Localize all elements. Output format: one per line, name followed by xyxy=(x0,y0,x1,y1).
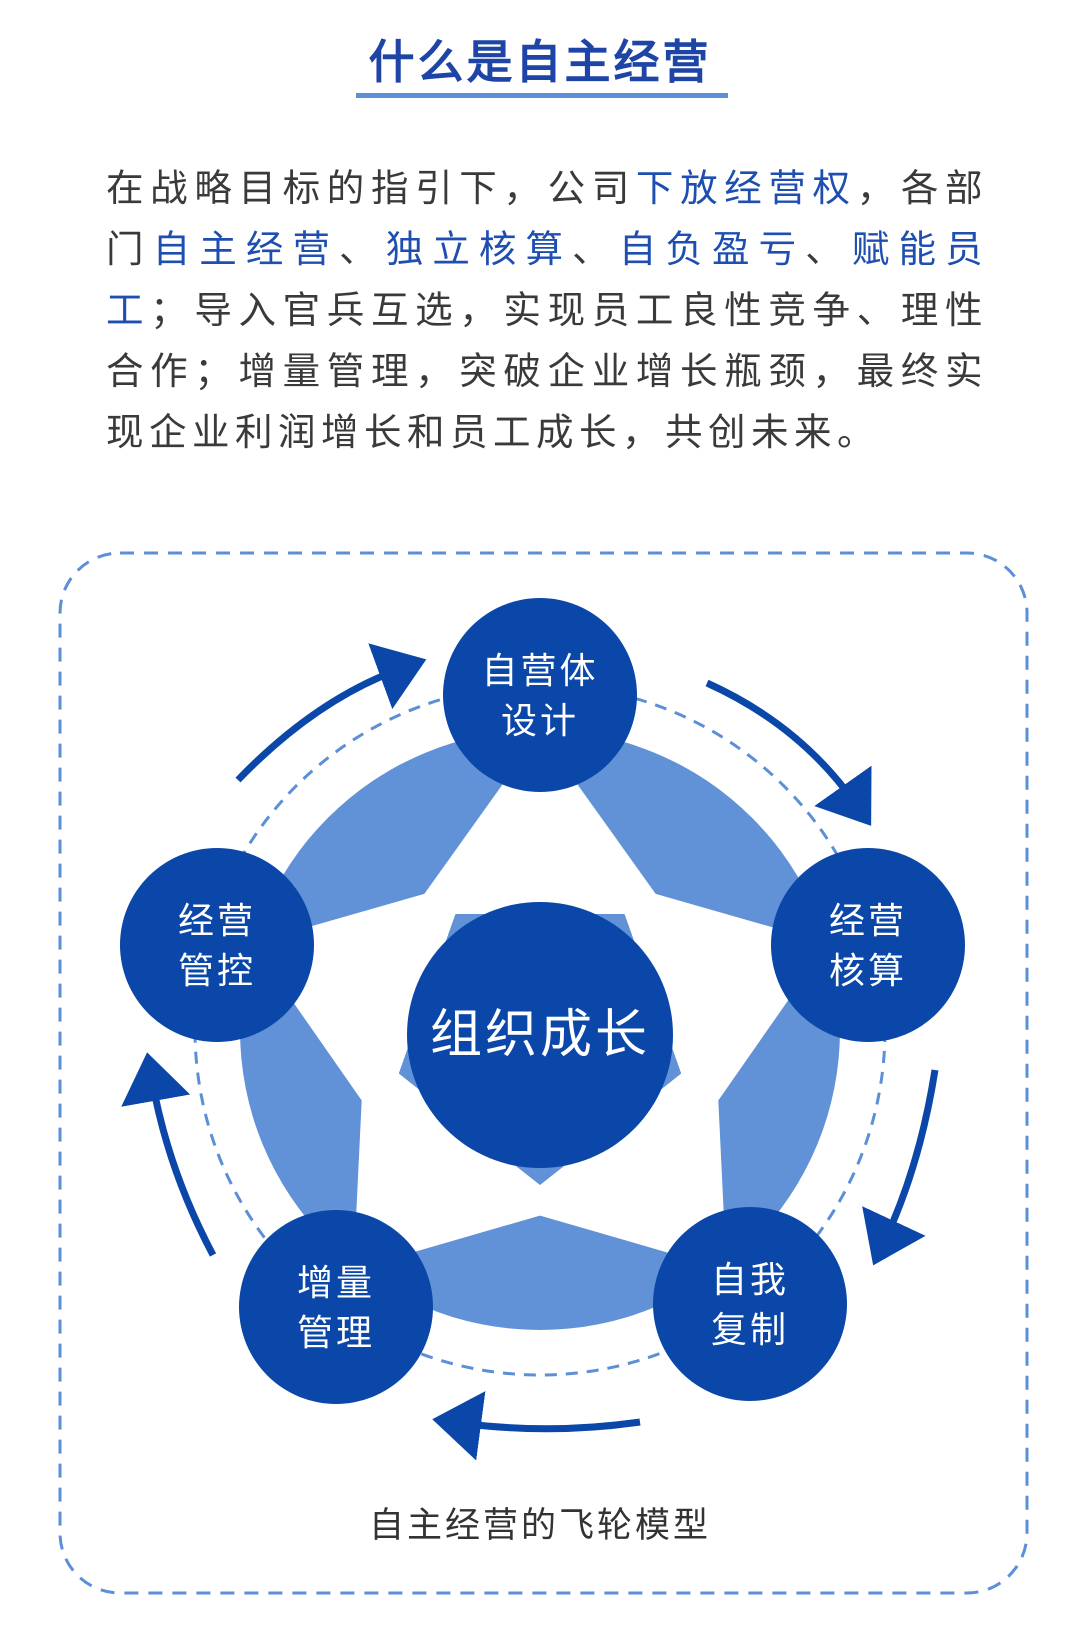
node-bottom-left: 增量 管理 xyxy=(239,1210,433,1404)
radial-arrow xyxy=(612,881,828,1127)
radial-arrow xyxy=(511,1046,727,1270)
node-label-line2: 设计 xyxy=(501,701,579,742)
center-circle xyxy=(407,902,673,1168)
node-label-line1: 增量 xyxy=(297,1263,375,1304)
node-circle xyxy=(653,1207,847,1401)
diagram-caption: 自主经营的飞轮模型 xyxy=(369,1506,711,1546)
node-label-line2: 管理 xyxy=(297,1313,375,1354)
intro-highlight: 下放经营权 xyxy=(635,166,857,210)
intro-highlight: 自负盈亏 xyxy=(618,227,806,271)
node-top: 自营体 设计 xyxy=(443,598,637,792)
intro-highlight: 赋能员工 xyxy=(106,227,989,332)
center-label: 组织成长 xyxy=(430,1005,650,1065)
intro-text: 在战略目标的指引下，公司 xyxy=(106,166,636,210)
node-label-line1: 经营 xyxy=(829,901,907,942)
cycle-arrow xyxy=(235,643,427,783)
intro-highlight: 自主经营 xyxy=(152,227,340,271)
node-label-line2: 核算 xyxy=(829,951,907,992)
node-left: 经营 管控 xyxy=(120,848,314,1042)
cycle-arrow xyxy=(432,1391,641,1461)
node-label-line1: 自营体 xyxy=(481,651,598,692)
node-right: 经营 核算 xyxy=(771,848,965,1042)
node-circle xyxy=(771,848,965,1042)
intro-text: 、 xyxy=(572,227,619,271)
node-bottom-right: 自我 复制 xyxy=(653,1207,847,1401)
intro-highlight: 独立核算 xyxy=(385,227,573,271)
node-label-line1: 经营 xyxy=(178,901,256,942)
intro-text: ；导入官兵互选，实现员工良性竞争、理性合作；增量管理，突破企业增长瓶颈，最终实现… xyxy=(106,288,989,454)
page-title: 什么是自主经营 xyxy=(368,35,712,89)
intro-text: 、 xyxy=(805,227,852,271)
node-label-line2: 复制 xyxy=(711,1310,789,1351)
cycle-arrow xyxy=(705,679,872,826)
cycle-arrow xyxy=(121,1052,217,1257)
title-underline xyxy=(356,93,728,98)
dashed-frame xyxy=(58,551,1029,1595)
node-circle xyxy=(239,1210,433,1404)
intro-text: ，各部门 xyxy=(106,166,989,271)
intro-text: 、 xyxy=(339,227,386,271)
node-circle xyxy=(120,848,314,1042)
node-label-line2: 管控 xyxy=(178,951,256,992)
intro-paragraph: 在战略目标的指引下，公司下放经营权，各部门自主经营、独立核算、自负盈亏、赋能员工… xyxy=(106,158,988,463)
cycle-arrow xyxy=(862,1069,939,1266)
radial-arrow xyxy=(252,881,468,1127)
node-label-line1: 自我 xyxy=(711,1260,789,1301)
node-circle xyxy=(443,598,637,792)
radial-arrow xyxy=(353,1046,569,1270)
